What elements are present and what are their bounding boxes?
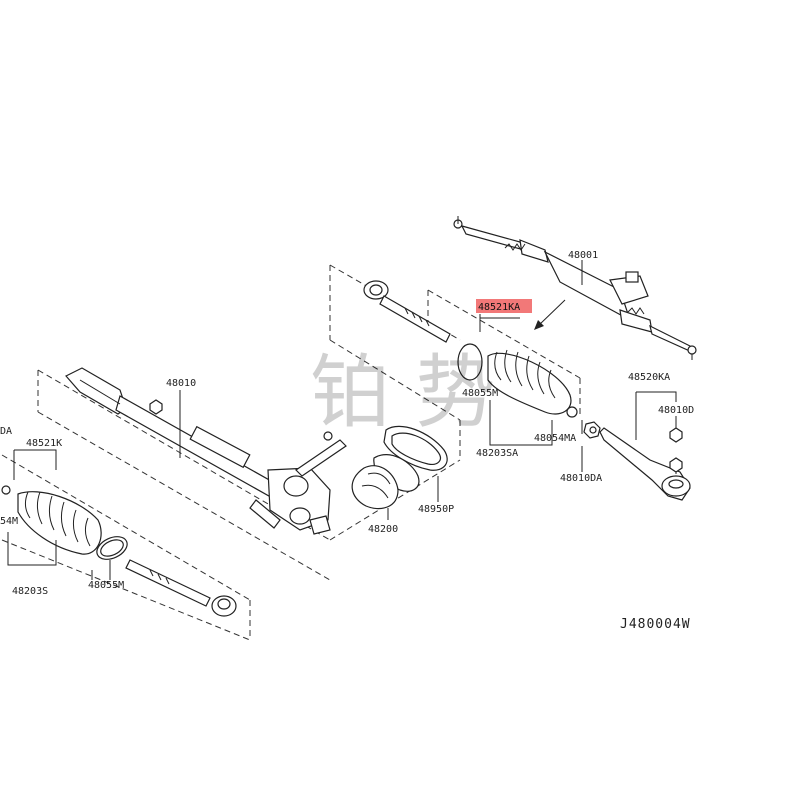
label-48200: 48200 [368, 524, 398, 535]
label-48203sa: 48203SA [476, 448, 518, 459]
leader-48521k [13, 449, 57, 480]
label-54m-left: 54M [0, 516, 18, 527]
label-48950p: 48950P [418, 504, 454, 515]
label-48010da: 48010DA [560, 473, 602, 484]
label-48521ka: 48521KA [478, 302, 520, 313]
label-48203s: 48203S [12, 586, 48, 597]
label-48520ka: 48520KA [628, 372, 670, 383]
seal-and-boot [351, 425, 448, 510]
right-exploded-group [329, 264, 601, 460]
leader-48520ka [635, 391, 677, 440]
arrow-line [537, 299, 566, 327]
label-48521k: 48521K [26, 438, 62, 449]
arrow-head-icon [534, 320, 544, 330]
tie-rod-end [599, 427, 691, 501]
label-48055m-left: 48055M [88, 580, 124, 591]
watermark: 铂 势 [310, 346, 495, 439]
label-da-left: DA [0, 426, 12, 437]
leader-48521ka [479, 314, 520, 332]
highlight-box [476, 299, 532, 313]
label-48001: 48001 [568, 250, 598, 261]
main-rack [37, 367, 461, 581]
label-48054ma: 48054MA [534, 433, 576, 444]
label-48010: 48010 [166, 378, 196, 389]
left-exploded-group [1, 454, 251, 641]
label-48010d: 48010D [658, 405, 694, 416]
diagram-reference: J480004W [620, 617, 691, 632]
leader-48055m-left [91, 560, 111, 580]
leader-48203sa [489, 400, 553, 446]
leader-48203s [7, 532, 57, 566]
steering-assembly-overview [453, 216, 697, 360]
label-48055m-right: 48055M [462, 388, 498, 399]
